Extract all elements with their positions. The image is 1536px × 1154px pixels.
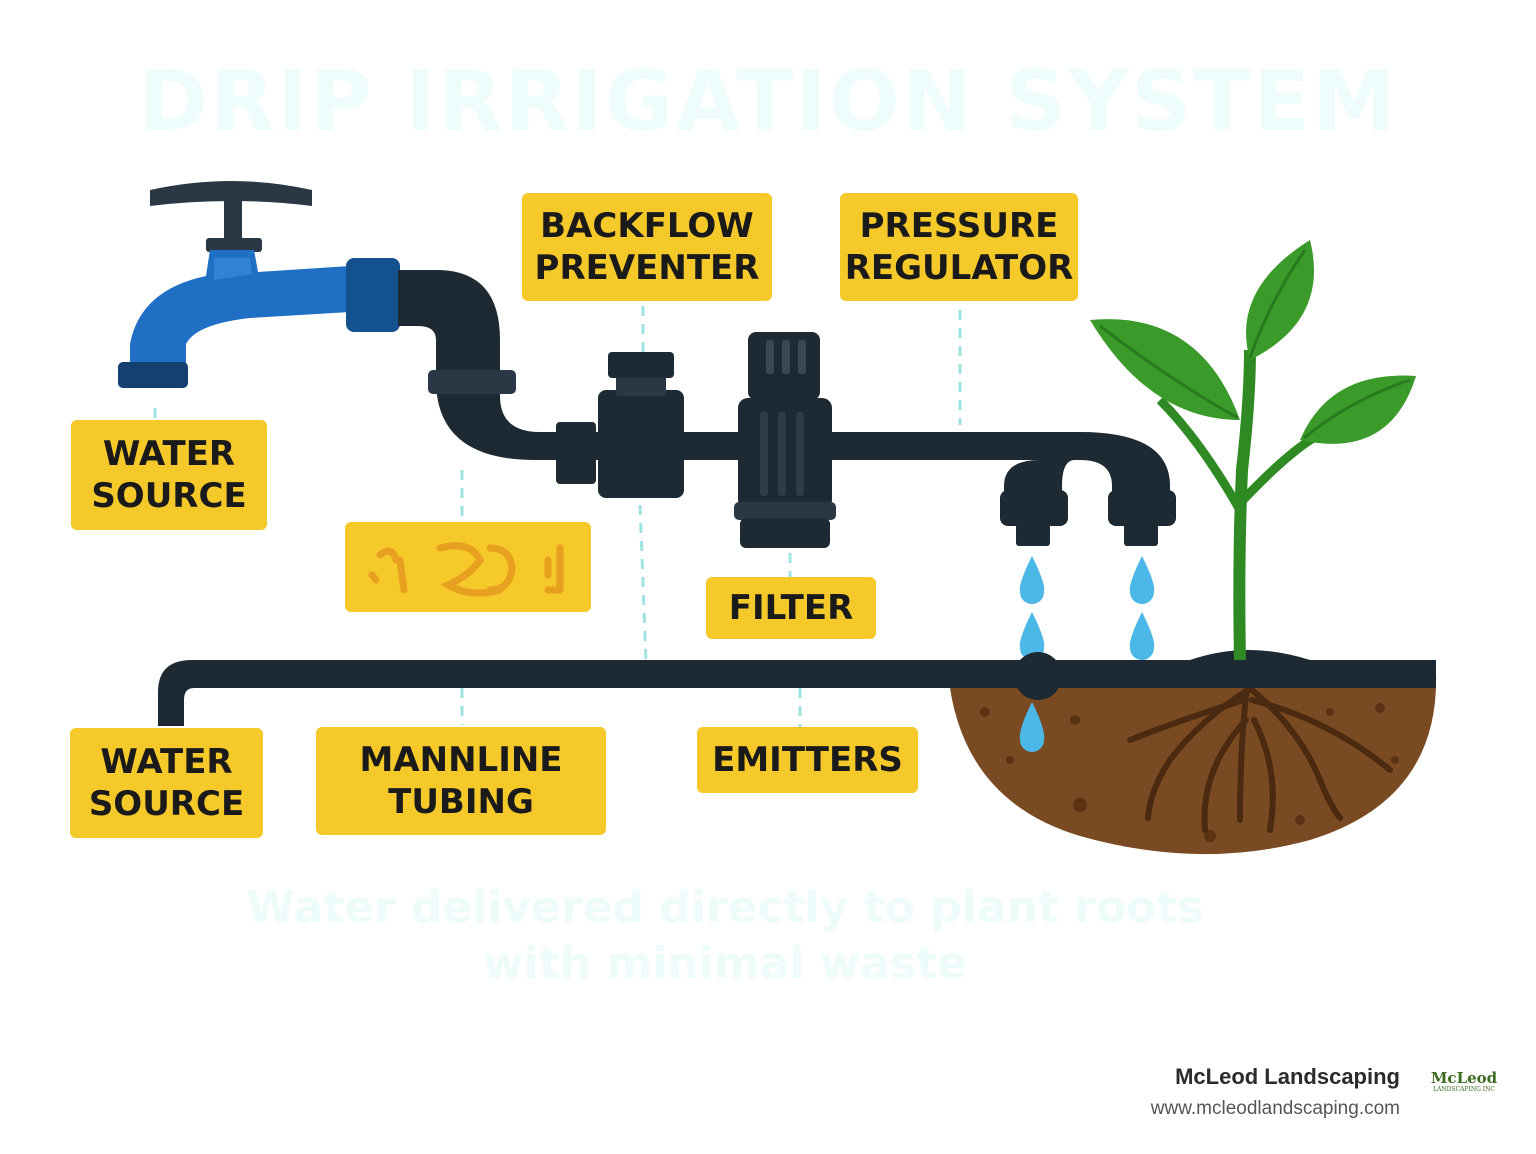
- leaf-icon: [1300, 375, 1416, 444]
- leaf-icon: [1246, 240, 1314, 360]
- emitter-nozzle-1: [1000, 490, 1068, 546]
- footer-company-name: McLeod Landscaping: [1175, 1064, 1400, 1089]
- water-drop-icon: [1019, 556, 1045, 604]
- backflow-preventer-icon: [556, 352, 736, 498]
- logo-text: McLeod: [1430, 1069, 1498, 1087]
- leaf-icon: [1090, 319, 1240, 420]
- diagram-subtitle: Water delivered directly to plant roots …: [246, 882, 1204, 989]
- illegible-label: [345, 522, 591, 612]
- footer-url[interactable]: www.mcleodlandscaping.com: [1150, 1098, 1400, 1119]
- water-drop-icon: [1129, 612, 1155, 660]
- water-drops: [1019, 556, 1155, 660]
- roots-icon: [1127, 677, 1393, 833]
- water-drop-icon: [1129, 556, 1155, 604]
- label-water-source-top: WATER SOURCE: [71, 420, 267, 530]
- leader-backflow-bottom: [638, 504, 648, 663]
- company-logo: McLeod LANDSCAPING INC: [1428, 1070, 1500, 1106]
- faucet-icon: [118, 250, 400, 388]
- faucet-handle-icon: [150, 181, 312, 252]
- label-backflow-preventer: BACKFLOW PREVENTER: [522, 193, 772, 301]
- label-water-source-bottom: WATER SOURCE: [70, 728, 263, 838]
- emitter-nozzle-2: [1108, 490, 1176, 546]
- filter-icon: [734, 332, 836, 548]
- soil-icon: [948, 672, 1437, 855]
- logo-subtext: LANDSCAPING INC: [1433, 1086, 1495, 1093]
- label-emitters: EMITTERS: [697, 727, 918, 793]
- diagram-title: DRIP IRRIGATION SYSTEM: [138, 52, 1398, 150]
- label-pressure-regulator: PRESSURE REGULATOR: [840, 193, 1078, 301]
- water-drop-icon: [1019, 612, 1045, 660]
- leader-lines: [153, 306, 962, 727]
- label-mainline-tubing: MANNLINE TUBING: [316, 727, 606, 835]
- label-filter: FILTER: [706, 577, 876, 639]
- water-drop-icon: [1019, 702, 1045, 752]
- mainline-tubing-pipe: [158, 652, 1436, 752]
- plant-icon: [1090, 240, 1416, 661]
